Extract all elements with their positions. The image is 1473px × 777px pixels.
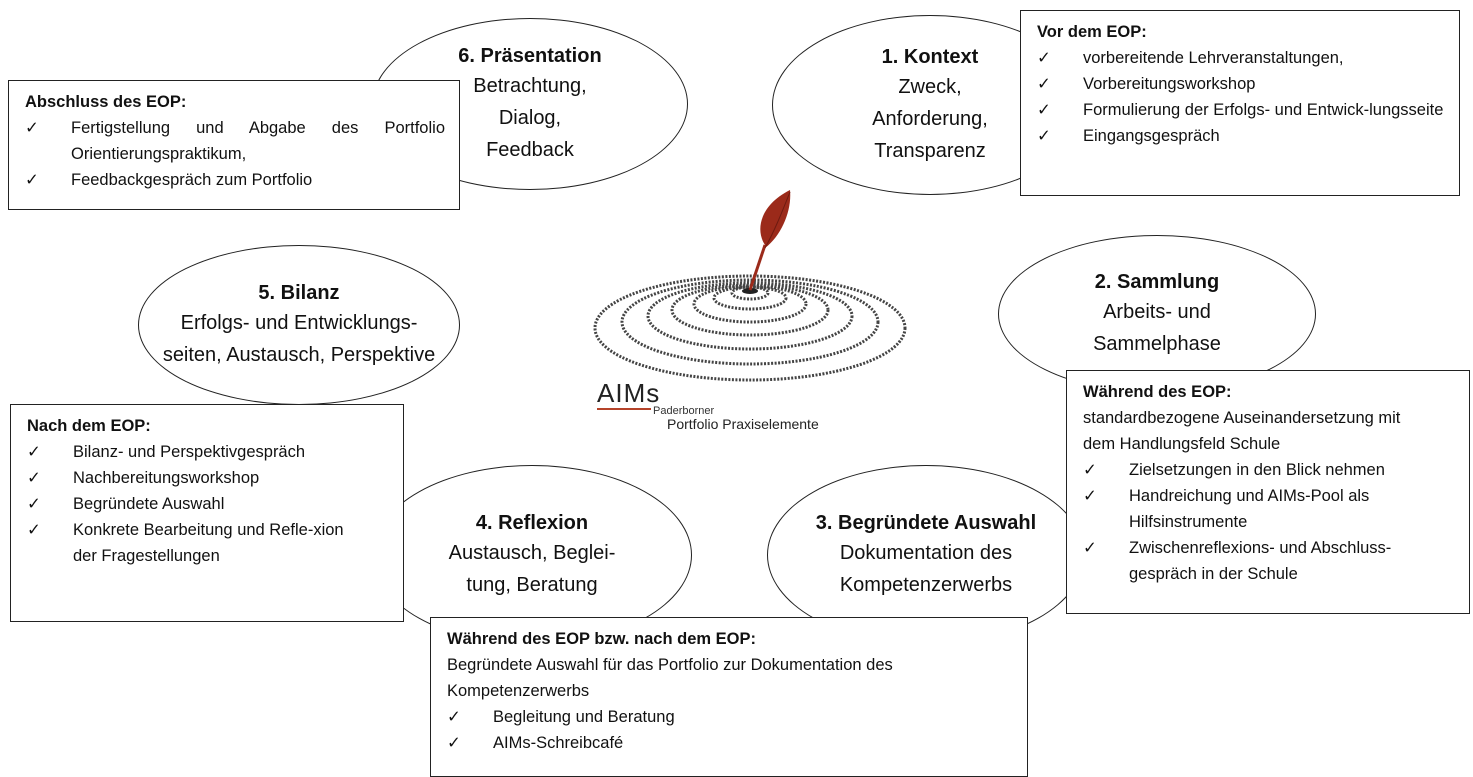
checklist-item: Handreichung und AIMs-Pool als Hilfsinst… [1083, 483, 1455, 535]
box-title: Während des EOP bzw. nach dem EOP: [447, 630, 756, 648]
checklist-item: vorbereitende Lehrveranstaltungen, [1037, 45, 1445, 71]
checklist-item: Vorbereitungsworkshop [1037, 71, 1445, 97]
aims-logo: AIMs Paderborner Portfolio Praxiselement… [597, 378, 819, 432]
phase-line: seiten, Austausch, Perspektive [162, 344, 436, 366]
phase-5-ellipse: 5. Bilanz Erfolgs- und Entwicklungs- sei… [138, 245, 460, 405]
phase-line: Sammelphase [1093, 333, 1221, 355]
abschluss-box: Abschluss des EOP: Fertigstellung und Ab… [8, 80, 460, 210]
box-title: Nach dem EOP: [27, 417, 151, 435]
phase-line: Transparenz [874, 140, 986, 162]
waehrend-nach-box: Während des EOP bzw. nach dem EOP: Begrü… [430, 617, 1028, 777]
phase-line: Kompetenzerwerbs [839, 574, 1013, 596]
box-title: Abschluss des EOP: [25, 93, 187, 111]
checklist-item: Bilanz- und Perspektivgespräch [27, 439, 389, 465]
box-intro: Begründete Auswahl für das Portfolio zur… [447, 656, 893, 700]
checklist: Zielsetzungen in den Blick nehmen Handre… [1083, 457, 1455, 587]
logo-underline [597, 408, 651, 410]
phase-title: 1. Kontext [881, 46, 979, 68]
checklist-item: Zielsetzungen in den Blick nehmen [1083, 457, 1455, 483]
phase-title: 5. Bilanz [258, 282, 340, 304]
box-intro: standardbezogene Auseinandersetzung mit … [1083, 409, 1401, 453]
phase-title: 2. Sammlung [1094, 271, 1220, 293]
checklist-item: Eingangsgespräch [1037, 123, 1445, 149]
checklist-item: Feedbackgespräch zum Portfolio [25, 167, 445, 193]
checklist-item: Konkrete Bearbeitung und Refle-xion der … [27, 517, 389, 569]
checklist-item: Nachbereitungsworkshop [27, 465, 389, 491]
checklist: vorbereitende Lehrveranstaltungen, Vorbe… [1037, 45, 1445, 149]
phase-line: Dokumentation des [839, 542, 1013, 564]
aims-logo-illustration [593, 190, 907, 382]
logo-name: AIMs [597, 378, 661, 408]
phase-3-ellipse: 3. Begründete Auswahl Dokumentation des … [767, 465, 1085, 645]
checklist: Begleitung und Beratung AIMs-Schreibcafé [447, 704, 1013, 756]
checklist: Fertigstellung und Abgabe des Portfolio … [25, 115, 445, 193]
checklist-item: Fertigstellung und Abgabe des Portfolio … [25, 115, 445, 167]
phase-line: Zweck, [898, 76, 962, 98]
phase-line: Erfolgs- und Entwicklungs- [180, 312, 418, 334]
checklist-item: Zwischenreflexions- und Abschluss-gesprä… [1083, 535, 1455, 587]
checklist-item: Begründete Auswahl [27, 491, 389, 517]
nach-box: Nach dem EOP: Bilanz- und Perspektivgesp… [10, 404, 404, 622]
phase-line: Dialog, [498, 107, 562, 129]
phase-line: Betrachtung, [473, 75, 587, 97]
waehrend-box: Während des EOP: standardbezogene Ausein… [1066, 370, 1470, 614]
box-title: Während des EOP: [1083, 383, 1232, 401]
vor-box: Vor dem EOP: vorbereitende Lehrveranstal… [1020, 10, 1460, 196]
phase-title: 3. Begründete Auswahl [815, 512, 1037, 534]
phase-line: tung, Beratung [466, 574, 598, 596]
phase-line: Austausch, Beglei- [448, 542, 616, 564]
box-title: Vor dem EOP: [1037, 23, 1147, 41]
checklist-item: Formulierung der Erfolgs- und Entwick-lu… [1037, 97, 1445, 123]
checklist-item: Begleitung und Beratung [447, 704, 1013, 730]
logo-line-2: Portfolio Praxiselemente [667, 416, 819, 432]
checklist: Bilanz- und Perspektivgespräch Nachberei… [27, 439, 389, 569]
phase-line: Anforderung, [872, 108, 988, 130]
phase-2-ellipse: 2. Sammlung Arbeits- und Sammelphase [998, 235, 1316, 393]
logo-line-1: Paderborner [653, 405, 715, 417]
phase-line: Feedback [486, 139, 574, 161]
ink-dot [742, 288, 758, 294]
checklist-item: AIMs-Schreibcafé [447, 730, 1013, 756]
quill-icon [748, 190, 791, 291]
phase-line: Arbeits- und [1103, 301, 1211, 323]
phase-4-ellipse: 4. Reflexion Austausch, Beglei- tung, Be… [372, 465, 692, 645]
phase-title: 6. Präsentation [458, 45, 602, 67]
phase-title: 4. Reflexion [475, 512, 589, 534]
